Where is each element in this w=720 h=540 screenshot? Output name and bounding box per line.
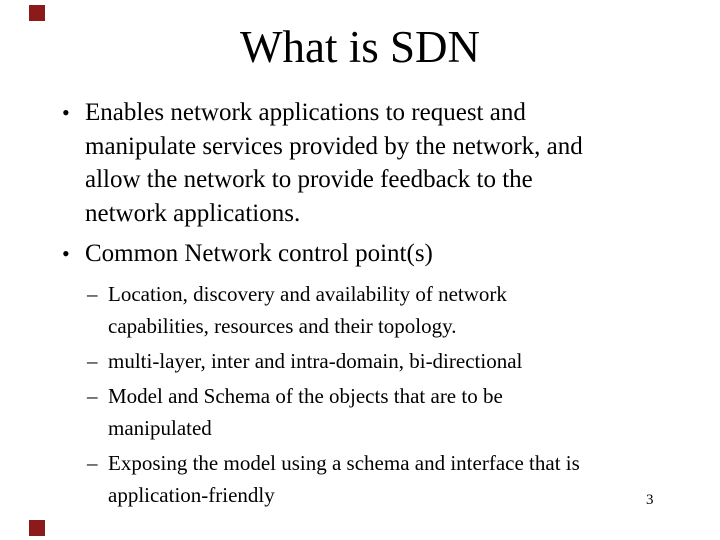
dash-marker: – xyxy=(87,348,98,373)
bullet-line: Common Network control point(s) xyxy=(85,240,433,267)
bullet-line: manipulate services provided by the netw… xyxy=(85,132,583,160)
accent-square-top-left xyxy=(29,5,45,21)
bullet-line: Model and Schema of the objects that are… xyxy=(108,383,503,408)
dash-marker: – xyxy=(87,281,98,306)
bullet-line: manipulated xyxy=(108,415,212,440)
bullet-marker: • xyxy=(62,100,70,125)
dash-marker: – xyxy=(87,383,98,408)
bullet-item: –Model and Schema of the objects that ar… xyxy=(60,380,700,444)
bullet-item: –multi-layer, inter and intra-domain, bi… xyxy=(60,345,700,377)
bullet-line: Location, discovery and availability of … xyxy=(108,281,507,306)
bullet-item: –Location, discovery and availability of… xyxy=(60,278,700,342)
bullet-line: multi-layer, inter and intra-domain, bi-… xyxy=(108,348,523,373)
bullet-item: –Exposing the model using a schema and i… xyxy=(60,447,700,511)
bullet-item: • Common Network control point(s) xyxy=(60,237,700,271)
slide-title: What is SDN xyxy=(240,22,480,72)
bullet-line: application-friendly xyxy=(108,482,275,507)
bullet-line: Enables network applications to request … xyxy=(85,99,526,126)
bullet-line: allow the network to provide feedback to… xyxy=(85,166,533,193)
bullet-line: capabilities, resources and their topolo… xyxy=(108,313,457,338)
dash-marker: – xyxy=(87,450,98,475)
bullet-item: • Enables network applications to request… xyxy=(60,96,700,230)
bullet-marker: • xyxy=(62,241,70,266)
page-number: 3 xyxy=(646,492,654,508)
bullet-line: Exposing the model using a schema and in… xyxy=(108,450,580,475)
accent-square-bottom-left xyxy=(29,520,45,536)
bullet-list: • Enables network applications to request… xyxy=(60,96,700,514)
bullet-line: network applications. xyxy=(85,199,301,227)
